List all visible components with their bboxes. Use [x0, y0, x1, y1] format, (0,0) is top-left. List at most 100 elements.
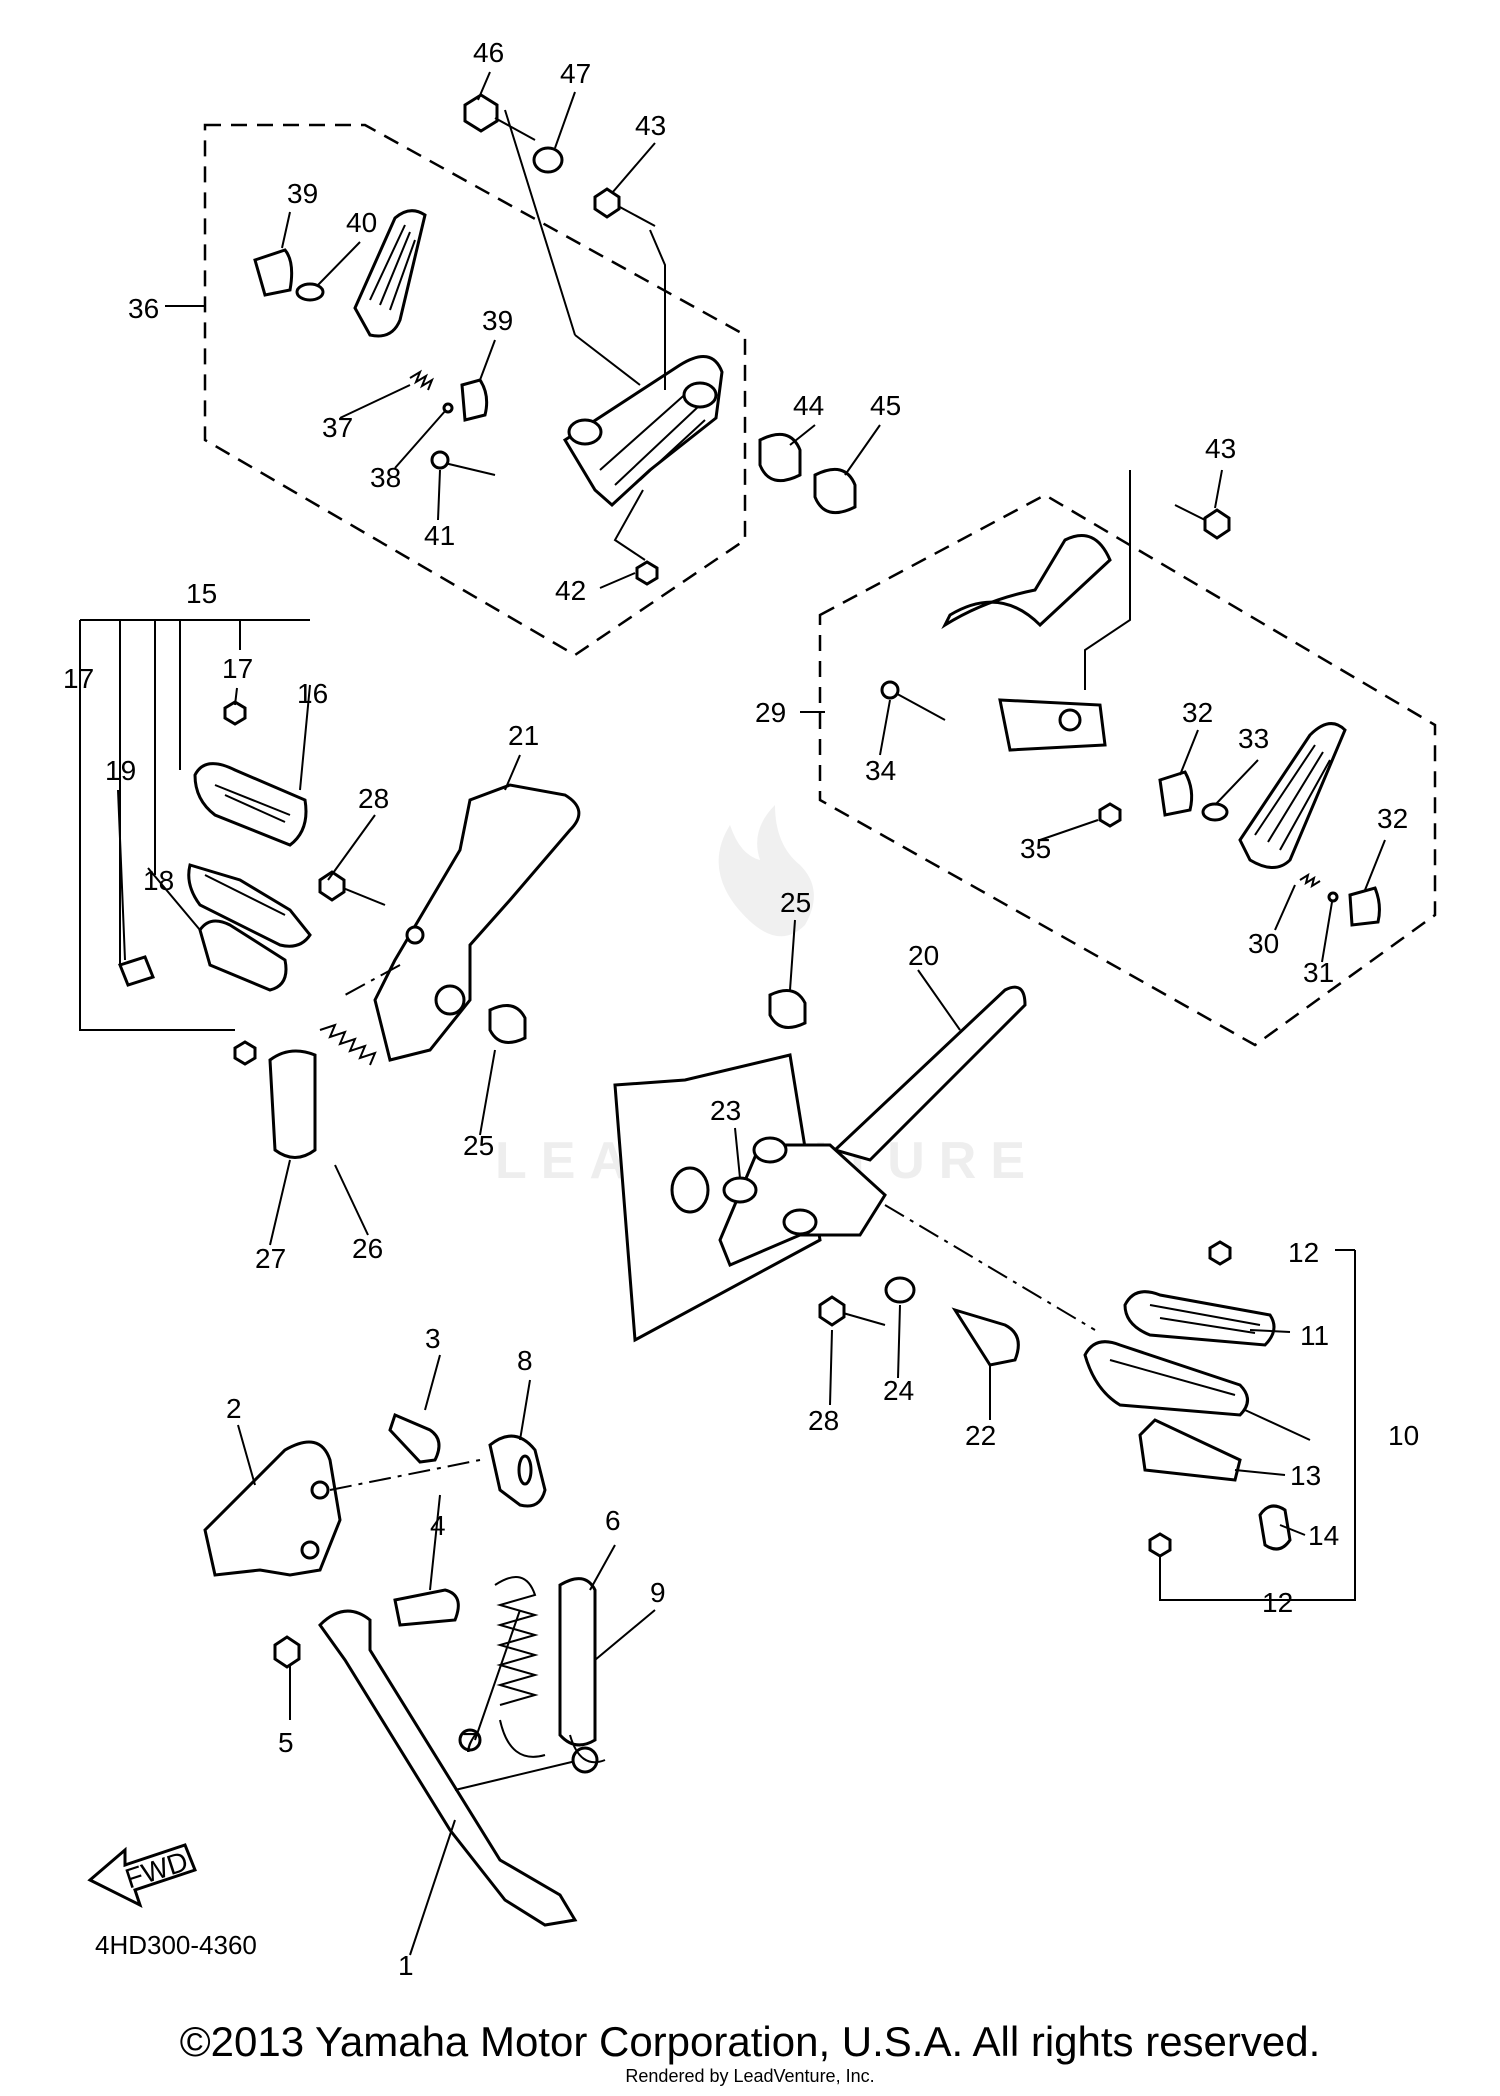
- callout-21: 21: [508, 720, 539, 751]
- callout-labels: 1 2 3 4 5 6 7 8 9 10 11 12 12 13 14 15 1…: [63, 37, 1419, 1981]
- forward-arrow-icon: FWD: [87, 1843, 197, 1908]
- callout-2: 2: [226, 1393, 242, 1424]
- spring-30: [1299, 872, 1321, 889]
- footpeg-plate-13: [1138, 1418, 1242, 1482]
- rear-footrest-assembly-right: [818, 470, 1437, 1047]
- washer-23: [722, 1176, 758, 1204]
- callout-30: 30: [1248, 928, 1279, 959]
- callout-14: 14: [1308, 1520, 1339, 1551]
- callout-7: 7: [462, 1727, 478, 1758]
- callout-20: 20: [908, 940, 939, 971]
- rear-footpeg-left: [353, 209, 427, 338]
- callout-28b: 28: [808, 1405, 839, 1436]
- bolt-46: [463, 93, 499, 133]
- callout-23: 23: [710, 1095, 741, 1126]
- fwd-label: FWD: [121, 1845, 191, 1894]
- bushing-45: [813, 467, 857, 515]
- callout-25b: 25: [463, 1130, 494, 1161]
- screw-12-upper: [1208, 1240, 1232, 1266]
- bushing-25-right: [768, 989, 807, 1029]
- callout-25a: 25: [780, 887, 811, 918]
- callout-5: 5: [278, 1727, 294, 1758]
- callout-31: 31: [1303, 957, 1334, 988]
- front-footrest-assembly-left: [79, 619, 581, 1159]
- callout-34: 34: [865, 755, 896, 786]
- callout-10: 10: [1388, 1420, 1419, 1451]
- callout-9: 9: [650, 1577, 666, 1608]
- callout-15: 15: [186, 578, 217, 609]
- pin-40: [295, 282, 325, 302]
- bolt-4: [393, 1588, 460, 1627]
- callout-12b: 12: [1262, 1587, 1293, 1618]
- rear-bracket-right: [941, 534, 1112, 630]
- callout-19: 19: [105, 755, 136, 786]
- callout-33: 33: [1238, 723, 1269, 754]
- leader-lines: [117, 71, 1386, 1956]
- callout-39b: 39: [482, 305, 513, 336]
- screw-17-upper: [223, 700, 247, 726]
- bushing-25-left: [488, 1004, 527, 1044]
- footrest-bracket-21: [373, 783, 581, 1062]
- spring-7: [494, 1576, 539, 1706]
- bolt-43-right: [1203, 508, 1231, 540]
- bolt-28-right: [818, 1295, 846, 1327]
- callout-6: 6: [605, 1505, 621, 1536]
- bracket-2: [203, 1440, 342, 1577]
- washer-47: [532, 146, 564, 174]
- footpeg-rubber-16: [193, 762, 308, 847]
- nut-35: [1098, 802, 1122, 828]
- screw-12-lower: [1148, 1532, 1172, 1558]
- sidestand-assembly: FWD: [87, 1412, 606, 1927]
- pin-33: [1201, 802, 1229, 822]
- callout-27: 27: [255, 1243, 286, 1274]
- bolt-34: [889, 689, 946, 721]
- plate-8: [488, 1434, 547, 1508]
- bracket-base: [718, 1143, 887, 1267]
- spring-26: [319, 1023, 377, 1066]
- bolt-3: [388, 1412, 441, 1464]
- front-footrest-assembly-right: [613, 985, 1356, 1601]
- sidestand-1: [318, 1609, 578, 1927]
- screw-19: [118, 955, 155, 987]
- rendered-by-notice: Rendered by LeadVenture, Inc.: [625, 2066, 875, 2086]
- callout-17b: 17: [63, 663, 94, 694]
- copyright-notice: ©2013 Yamaha Motor Corporation, U.S.A. A…: [179, 2018, 1321, 2065]
- callout-32b: 32: [1377, 803, 1408, 834]
- callout-28a: 28: [358, 783, 389, 814]
- callout-40: 40: [346, 207, 377, 238]
- callout-17a: 17: [222, 653, 253, 684]
- bolt-43-upper: [593, 187, 621, 219]
- bolt-14: [1258, 1504, 1292, 1551]
- callout-22: 22: [965, 1420, 996, 1451]
- spring-9: [558, 1577, 597, 1747]
- callout-43a: 43: [635, 110, 666, 141]
- collar-44: [758, 432, 802, 483]
- callout-45: 45: [870, 390, 901, 421]
- callout-47: 47: [560, 58, 591, 89]
- nut-42: [635, 560, 659, 586]
- callout-11: 11: [1300, 1320, 1329, 1351]
- callout-32a: 32: [1182, 697, 1213, 728]
- callout-44: 44: [793, 390, 824, 421]
- bolt-22: [951, 1307, 1020, 1367]
- callout-42: 42: [555, 575, 586, 606]
- bolt-28-left: [318, 870, 346, 902]
- footpeg-holder-32-a: [1158, 770, 1194, 817]
- callout-36: 36: [128, 293, 159, 324]
- footrest-bracket-20: [832, 985, 1027, 1162]
- callout-24: 24: [883, 1375, 914, 1406]
- callout-37: 37: [322, 412, 353, 443]
- callout-1: 1: [398, 1950, 414, 1981]
- callout-3: 3: [425, 1323, 441, 1354]
- callout-8: 8: [517, 1345, 533, 1376]
- callout-39a: 39: [287, 178, 318, 209]
- callout-13: 13: [1290, 1460, 1321, 1491]
- diagram-code: 4HD300-4360: [95, 1930, 257, 1960]
- footpeg-holder-32-b: [1348, 886, 1381, 927]
- rear-footrest-assembly-left: [203, 93, 857, 657]
- callout-12a: 12: [1288, 1237, 1319, 1268]
- footpeg-10: [1083, 1340, 1249, 1417]
- collar-27: [268, 1049, 317, 1159]
- callout-26: 26: [352, 1233, 383, 1264]
